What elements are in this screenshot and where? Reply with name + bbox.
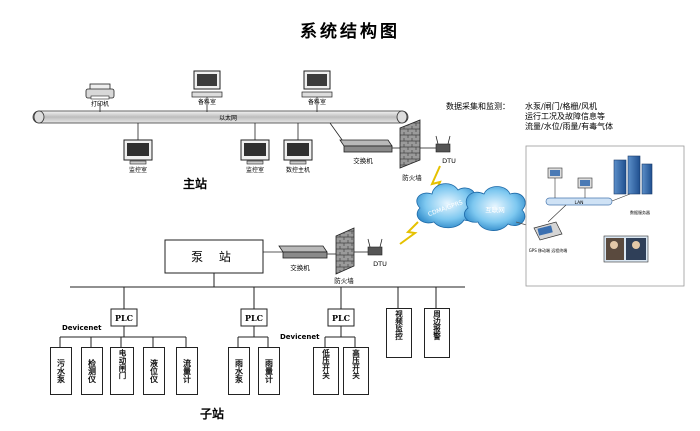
- remote-lan-label: LAN: [574, 200, 583, 206]
- device-box: 污水泵: [50, 347, 72, 395]
- field-bus: [70, 273, 465, 309]
- device-box-alarm: 周边报警: [424, 308, 450, 358]
- device-box: 雨水泵: [228, 347, 250, 395]
- cnc-host-label: 数控主机: [286, 166, 310, 174]
- data-collection-notes: 数据采集和监测： 水泵/闸门/格栅/风机 运行工况及故障信息等 流量/水位/雨量…: [446, 101, 613, 131]
- remote-monitoring-panel: LAN GPS 移动端 远程终端 数据服务器: [525, 145, 685, 287]
- workstation-standby-2: 备料室: [301, 70, 333, 112]
- standby-room-label-1: 备料室: [198, 98, 216, 106]
- device-label: 低压开关: [321, 349, 331, 379]
- plc-2-bus: [237, 326, 269, 347]
- device-box: 雨量计: [258, 347, 280, 395]
- plc-1: PLC: [110, 308, 138, 327]
- monitor-room-label-1: 监控室: [129, 166, 147, 174]
- plc-3-bus: [324, 326, 356, 347]
- devicenet-label-2: Devicenet: [280, 333, 320, 341]
- device-box: 流量计: [176, 347, 198, 395]
- plc-3: PLC: [327, 308, 355, 327]
- device-label: 视频监控: [394, 310, 404, 340]
- internet-cloud: 互联网: [464, 186, 526, 231]
- data-collection-line3: 流量/水位/雨量/有毒气体: [525, 121, 613, 131]
- pump-station-box: 泵 站: [164, 239, 264, 274]
- main-switch: 交换机: [329, 122, 393, 165]
- pump-firewall-label: 防火墙: [334, 276, 354, 285]
- main-switch-label: 交换机: [353, 156, 373, 165]
- device-label: 流量计: [182, 359, 192, 383]
- device-label: 雨量计: [264, 359, 274, 383]
- plc-2-label: PLC: [245, 313, 263, 323]
- pump-dtu-label: DTU: [373, 260, 387, 268]
- monitor-room-label-2: 监控室: [246, 166, 264, 174]
- pump-switch-label: 交换机: [290, 263, 310, 272]
- device-box: 低压开关: [313, 347, 339, 395]
- device-box-video: 视频监控: [386, 308, 412, 358]
- device-box: 检测仪: [81, 347, 103, 395]
- wireless-link-icon-2: [399, 221, 419, 245]
- device-label: 雨水泵: [234, 359, 244, 383]
- plc-2: PLC: [240, 308, 268, 327]
- internet-label: 互联网: [485, 205, 505, 214]
- device-box: 液位仪: [143, 347, 165, 395]
- device-label: 高压开关: [351, 349, 361, 379]
- device-label: 周边报警: [432, 310, 442, 340]
- diagram-title: 系统结构图: [300, 21, 400, 42]
- main-dtu: DTU: [435, 135, 456, 165]
- plc-3-label: PLC: [332, 313, 350, 323]
- main-firewall-label: 防火墙: [402, 173, 422, 182]
- standby-room-label-2: 备料室: [308, 98, 326, 106]
- remote-caption-right: 数据服务器: [630, 209, 650, 215]
- main-station-label: 主站: [183, 176, 207, 191]
- pump-firewall: 防火墙: [334, 227, 355, 285]
- device-box: 高压开关: [343, 347, 369, 395]
- device-label: 液位仪: [149, 359, 159, 383]
- pump-station-label: 泵 站: [191, 250, 237, 264]
- device-box: 电动闸门: [110, 347, 134, 395]
- data-collection-heading: 数据采集和监测：: [446, 101, 510, 111]
- plc-1-bus: [59, 326, 187, 347]
- ethernet-label: 以太网: [219, 114, 237, 122]
- printer-device: 打印机: [85, 83, 115, 112]
- data-collection-line2: 运行工况及故障信息等: [525, 111, 605, 121]
- device-label: 检测仪: [87, 359, 97, 383]
- pump-switch: 交换机: [278, 245, 328, 272]
- workstation-standby-1: 备料室: [191, 70, 223, 112]
- workstation-cnc-host: 数控主机: [283, 123, 313, 174]
- plc-1-label: PLC: [115, 313, 133, 323]
- ethernet-bus: 以太网: [32, 110, 409, 124]
- pump-dtu: DTU: [367, 238, 387, 268]
- devicenet-label-1: Devicenet: [62, 324, 102, 332]
- main-dtu-label: DTU: [442, 157, 456, 165]
- remote-caption-left: GPS 移动端 远程终端: [529, 247, 568, 253]
- printer-label: 打印机: [91, 100, 109, 108]
- data-collection-line1: 水泵/闸门/格栅/风机: [525, 101, 597, 111]
- device-label: 电动闸门: [118, 349, 127, 379]
- main-firewall: 防火墙: [399, 119, 422, 182]
- device-label: 污水泵: [56, 359, 66, 383]
- workstation-monitor-2: 监控室: [240, 123, 270, 174]
- cdma-gprs-cloud: CDMA/GPRS: [416, 183, 479, 229]
- sub-station-label: 子站: [200, 406, 224, 421]
- workstation-monitor-1: 监控室: [123, 123, 153, 174]
